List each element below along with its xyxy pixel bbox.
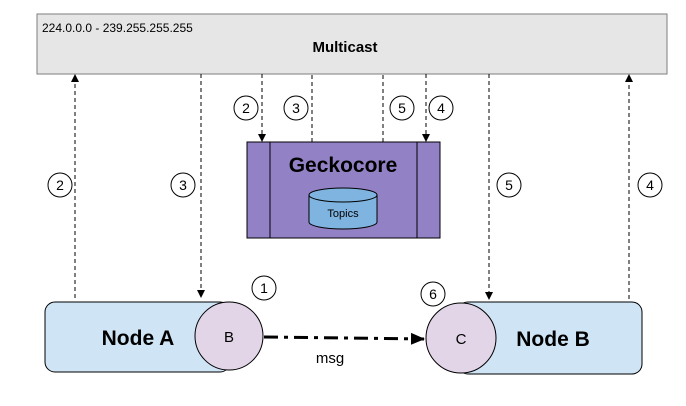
step-circle-core-3: 3 [283,95,309,121]
step-number: 3 [179,177,187,193]
node-b-group: Node B C [425,301,643,375]
topics-label: Topics [327,208,359,220]
multicast-range-label: 224.0.0.0 - 239.255.255.255 [42,21,193,35]
step-number: 5 [505,177,513,193]
step-circle-b-4: 4 [637,172,663,198]
node-a-port-label: B [224,329,234,346]
step-number: 3 [292,100,300,116]
geckocore-group: Geckocore Topics [246,141,441,239]
step-circle-b-5: 5 [496,172,522,198]
step-circle-a-3: 3 [170,172,196,198]
step-circles: 2 3 5 4 2 3 5 4 [47,95,663,307]
message-arrow: msg [263,332,425,367]
step-circle-core-2: 2 [233,95,259,121]
step-circle-core-5: 5 [389,95,415,121]
step-number: 2 [242,100,250,116]
multicast-title: Multicast [312,39,377,56]
node-b-port-c: C [425,302,497,374]
message-label: msg [316,350,344,367]
step-number: 4 [646,177,654,193]
connectors [71,74,633,300]
node-b-label: Node B [516,328,590,351]
topics-database-icon: Topics [308,187,378,230]
multicast-box [36,13,668,75]
step-number: 5 [398,100,406,116]
step-circle-node-a-1: 1 [251,275,277,301]
node-a-label: Node A [102,327,175,350]
node-b-port-label: C [456,331,467,348]
step-circle-core-4: 4 [428,95,454,121]
geckocore-title: Geckocore [289,154,398,177]
multicast-group: 224.0.0.0 - 239.255.255.255 Multicast [36,13,668,75]
message-line [263,332,425,345]
step-number: 2 [56,177,64,193]
step-number: 4 [437,100,445,116]
node-a-port-b: B [194,301,264,371]
step-circle-a-2: 2 [47,172,73,198]
step-number: 1 [260,280,268,296]
step-circle-node-b-6: 6 [420,281,446,307]
node-a-group: Node A B [44,301,264,373]
step-number: 6 [429,286,437,302]
